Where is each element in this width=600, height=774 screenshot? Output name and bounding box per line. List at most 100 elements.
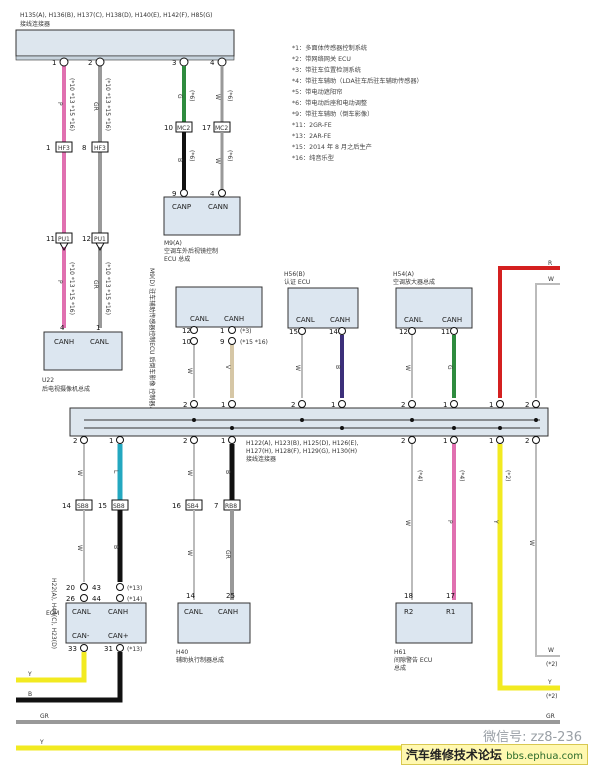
pin-number: 12 <box>399 328 408 336</box>
svg-text:W: W <box>404 520 411 526</box>
svg-text:12: 12 <box>82 235 91 243</box>
svg-text:W: W <box>548 647 554 654</box>
pin-number: 9 <box>220 338 224 346</box>
svg-text:(*14): (*14) <box>127 596 142 603</box>
component-id: H56(B) <box>284 271 305 278</box>
svg-text:W: W <box>186 368 193 374</box>
top-junction-bus <box>15 29 235 57</box>
wire-color-label: GR <box>92 102 99 111</box>
pin-number: 17 <box>202 124 211 132</box>
svg-text:W: W <box>186 550 193 556</box>
legend-item: *5：带电动遮阳帘 <box>292 88 342 96</box>
svg-text:W: W <box>294 365 301 371</box>
connector-label: HF3 <box>94 145 106 152</box>
pin-number: 4 <box>210 190 215 198</box>
pin-number: 10 <box>164 124 173 132</box>
component-id: H61 <box>394 649 406 656</box>
svg-text:4: 4 <box>60 324 65 332</box>
svg-text:2: 2 <box>73 437 77 445</box>
pin-name: CANH <box>442 316 462 324</box>
pin-name: CANP <box>172 203 191 211</box>
wire-color-label: Y <box>39 739 44 746</box>
pin-name: R1 <box>446 608 455 616</box>
component-desc: 辅助执行制器总成 <box>176 656 224 664</box>
h56-auth-ecu-box <box>287 287 359 329</box>
svg-text:33: 33 <box>68 645 77 653</box>
wire-yellow-right <box>497 444 560 691</box>
svg-text:43: 43 <box>92 584 101 592</box>
wire-color-label: P <box>56 102 63 106</box>
svg-text:1: 1 <box>221 437 225 445</box>
svg-text:SB8: SB8 <box>77 503 89 510</box>
svg-text:GR: GR <box>224 550 231 559</box>
svg-text:W: W <box>214 158 221 164</box>
svg-text:(*6): (*6) <box>226 150 233 162</box>
svg-text:Y: Y <box>27 671 32 678</box>
wire-yellow-ecm <box>16 652 87 683</box>
legend-item: *11：2GR-FE <box>292 122 332 129</box>
svg-text:(*13): (*13) <box>127 585 142 592</box>
svg-text:2: 2 <box>401 401 405 409</box>
svg-text:26: 26 <box>66 595 75 603</box>
ecm-connector-ids: H22(A), H44(C), H23(D) <box>50 578 57 649</box>
wire-color-label: GR <box>546 713 555 720</box>
svg-text:2: 2 <box>291 401 295 409</box>
svg-text:P: P <box>446 520 453 524</box>
legend: *1：多面体传感器控制系统 *2：带网络网关 ECU *3：带驻车位置检测系统 … <box>292 44 423 162</box>
svg-text:1: 1 <box>443 437 447 445</box>
svg-text:W: W <box>76 545 83 551</box>
wire-note: (*6) <box>188 90 195 102</box>
pin-terminal <box>95 57 105 67</box>
legend-item: *9：带驻车辅助（倒车影像） <box>292 110 373 118</box>
pin-number: 14 <box>329 328 338 336</box>
pin-name: CANL <box>184 608 203 616</box>
svg-text:1: 1 <box>96 324 100 332</box>
component-desc: 空调车外后视镜控制 <box>164 247 218 255</box>
svg-text:14: 14 <box>186 592 195 600</box>
wire-color-label: R <box>548 260 552 267</box>
svg-text:(*6): (*6) <box>188 150 195 162</box>
pin-number: 2 <box>88 59 92 67</box>
mid-junction-bus <box>69 407 549 437</box>
wire-color-label: P <box>56 280 63 284</box>
svg-text:RB8: RB8 <box>225 503 237 510</box>
svg-text:B: B <box>28 691 32 698</box>
watermark-url: bbs.ephua.com <box>506 751 583 762</box>
pin-name: CANL <box>72 608 91 616</box>
legend-item: *15：2014 年 8 月之后生产 <box>292 143 372 151</box>
svg-text:2: 2 <box>183 437 187 445</box>
pin-name: CANH <box>54 338 74 346</box>
connector-label: MC2 <box>177 125 190 132</box>
top-bus-sublabel: 接线连接器 <box>20 20 50 28</box>
wire-note: (*10 *13 *15 *16) <box>104 78 111 131</box>
svg-text:Y: Y <box>547 679 552 686</box>
svg-text:L: L <box>112 470 119 474</box>
svg-text:1: 1 <box>331 401 335 409</box>
connector-label: HF3 <box>58 145 70 152</box>
pin-name: CANL <box>404 316 423 324</box>
svg-text:W: W <box>548 276 554 283</box>
legend-item: *2：带网络网关 ECU <box>292 55 351 63</box>
wire-note: (*10 *13 *15 *16) <box>68 78 75 131</box>
wire-white-right <box>535 283 560 398</box>
svg-text:2: 2 <box>525 401 529 409</box>
pin-number: 10 <box>182 338 191 346</box>
mid-bus-label: 接线连接器 <box>246 455 276 463</box>
wire-note: (*6) <box>226 90 233 102</box>
pin-terminal <box>59 57 69 67</box>
pin-name: CANH <box>330 316 350 324</box>
svg-text:Y: Y <box>492 519 499 524</box>
pin-number: 11 <box>441 328 450 336</box>
wire-white-right-low <box>535 444 560 657</box>
wire-red-right <box>498 266 560 398</box>
svg-text:W: W <box>528 540 535 546</box>
legend-item: *6：带电动后座和电动调整 <box>292 99 367 107</box>
svg-text:W: W <box>404 365 411 371</box>
pin-name: R2 <box>404 608 413 616</box>
pin-number: 1 <box>220 327 224 335</box>
pin-number: 12 <box>182 327 191 335</box>
svg-text:W: W <box>76 470 83 476</box>
mid-bus-label: H122(A), H123(B), H125(D), H126(E), <box>246 440 359 447</box>
component-id: H40 <box>176 649 188 656</box>
svg-text:1: 1 <box>489 401 493 409</box>
